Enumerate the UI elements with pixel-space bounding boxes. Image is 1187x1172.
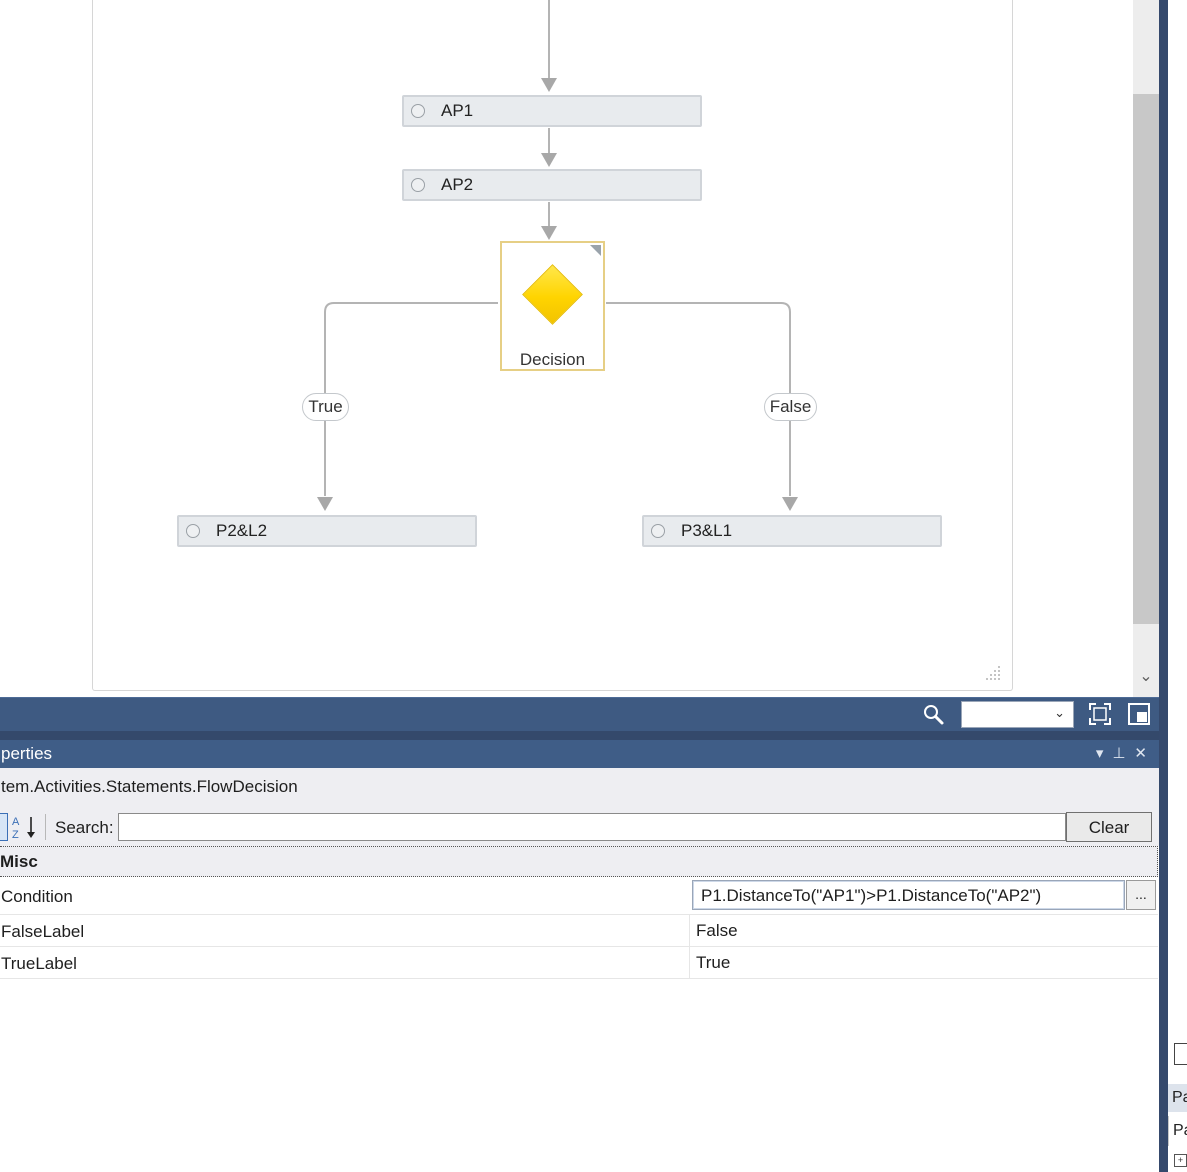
- connector-decision-true: [324, 302, 498, 496]
- expand-corner-icon[interactable]: [590, 245, 601, 256]
- close-icon[interactable]: ✕: [1134, 745, 1147, 762]
- property-name: FalseLabel: [1, 922, 85, 941]
- vertical-scrollbar[interactable]: ⌄: [1133, 0, 1159, 697]
- activity-ap2[interactable]: AP2: [402, 169, 702, 201]
- right-panel-tab[interactable]: Pa: [1168, 1084, 1187, 1112]
- true-branch-label: True: [302, 393, 349, 421]
- sort-alphabetical-icon[interactable]: A Z: [11, 814, 39, 840]
- activity-ap1[interactable]: AP1: [402, 95, 702, 127]
- connector-decision-false: [606, 302, 791, 496]
- right-panel-checkbox[interactable]: [1174, 1043, 1187, 1065]
- panel-splitter[interactable]: [1159, 0, 1168, 1172]
- right-side-panel: Pa Pa +: [1159, 0, 1187, 1172]
- search-label: Search:: [55, 818, 114, 837]
- property-grid: Misc Condition P1.DistanceTo("AP1")>P1.D…: [0, 846, 1159, 1172]
- false-branch-label: False: [764, 393, 817, 421]
- activity-status-icon: [411, 178, 425, 192]
- properties-pane-title: perties: [1, 744, 53, 763]
- svg-text:A: A: [12, 816, 20, 828]
- property-name: Condition: [1, 887, 73, 906]
- expand-node-icon[interactable]: +: [1174, 1154, 1187, 1167]
- activity-p3l1[interactable]: P3&L1: [642, 515, 942, 547]
- column-divider: [689, 947, 690, 979]
- property-value[interactable]: True: [696, 953, 731, 972]
- scrollbar-thumb[interactable]: [1133, 94, 1159, 624]
- property-row-falselabel[interactable]: FalseLabel False: [0, 915, 1158, 947]
- condition-value-input[interactable]: P1.DistanceTo("AP1")>P1.DistanceTo("AP2"…: [692, 880, 1125, 910]
- property-row-condition[interactable]: Condition P1.DistanceTo("AP1")>P1.Distan…: [0, 878, 1158, 915]
- arrowhead-true: [317, 497, 333, 511]
- arrowhead-ap1: [541, 78, 557, 92]
- clear-search-button[interactable]: Clear: [1066, 812, 1152, 842]
- connector-lines: [317, 0, 798, 511]
- categorized-view-icon[interactable]: [0, 813, 8, 841]
- magnifier-icon[interactable]: [921, 702, 947, 728]
- property-value[interactable]: False: [696, 921, 738, 940]
- column-divider: [689, 915, 690, 947]
- pin-icon[interactable]: ⊥: [1112, 745, 1126, 762]
- activity-status-icon: [651, 524, 665, 538]
- decision-label: Decision: [519, 350, 586, 369]
- designer-toolbar: ⌄: [0, 697, 1159, 731]
- activity-label: AP2: [441, 175, 474, 194]
- pane-separator: [0, 731, 1159, 740]
- designer-canvas[interactable]: AP1 AP2 Decision True False P2&L2 P3&L1: [0, 0, 1133, 697]
- property-search-input[interactable]: [118, 813, 1066, 841]
- activity-status-icon: [411, 104, 425, 118]
- fit-to-screen-icon[interactable]: [1088, 702, 1112, 726]
- svg-text:Z: Z: [12, 829, 19, 840]
- property-name: TrueLabel: [1, 954, 77, 973]
- arrowhead-ap2: [541, 153, 557, 167]
- pane-dropdown-icon[interactable]: ▾: [1095, 745, 1104, 762]
- right-panel-item[interactable]: Pa: [1168, 1116, 1187, 1146]
- selected-object-type: tem.Activities.Statements.FlowDecision: [0, 768, 1159, 806]
- scroll-down-icon[interactable]: ⌄: [1139, 668, 1153, 685]
- chevron-down-icon: ⌄: [1054, 705, 1065, 720]
- activity-p2l2[interactable]: P2&L2: [177, 515, 477, 547]
- arrowhead-decision: [541, 226, 557, 240]
- arrowhead-false: [782, 497, 798, 511]
- activity-label: P3&L1: [681, 521, 733, 540]
- category-header-misc[interactable]: Misc: [0, 846, 1158, 877]
- expression-editor-button[interactable]: ...: [1126, 880, 1156, 910]
- overview-map-icon[interactable]: [1127, 702, 1151, 726]
- flow-decision[interactable]: Decision: [500, 241, 605, 371]
- properties-toolbar: A Z Search: Clear: [0, 806, 1159, 846]
- activity-label: P2&L2: [216, 521, 268, 540]
- toolbar-separator: [45, 814, 46, 840]
- resize-grip-icon[interactable]: [986, 666, 1002, 682]
- activity-status-icon: [186, 524, 200, 538]
- decision-diamond-icon: [522, 264, 583, 325]
- zoom-dropdown[interactable]: ⌄: [961, 701, 1074, 728]
- properties-pane-header: perties ▾ ⊥ ✕: [0, 740, 1159, 768]
- activity-label: AP1: [441, 101, 474, 120]
- property-row-truelabel[interactable]: TrueLabel True: [0, 947, 1158, 979]
